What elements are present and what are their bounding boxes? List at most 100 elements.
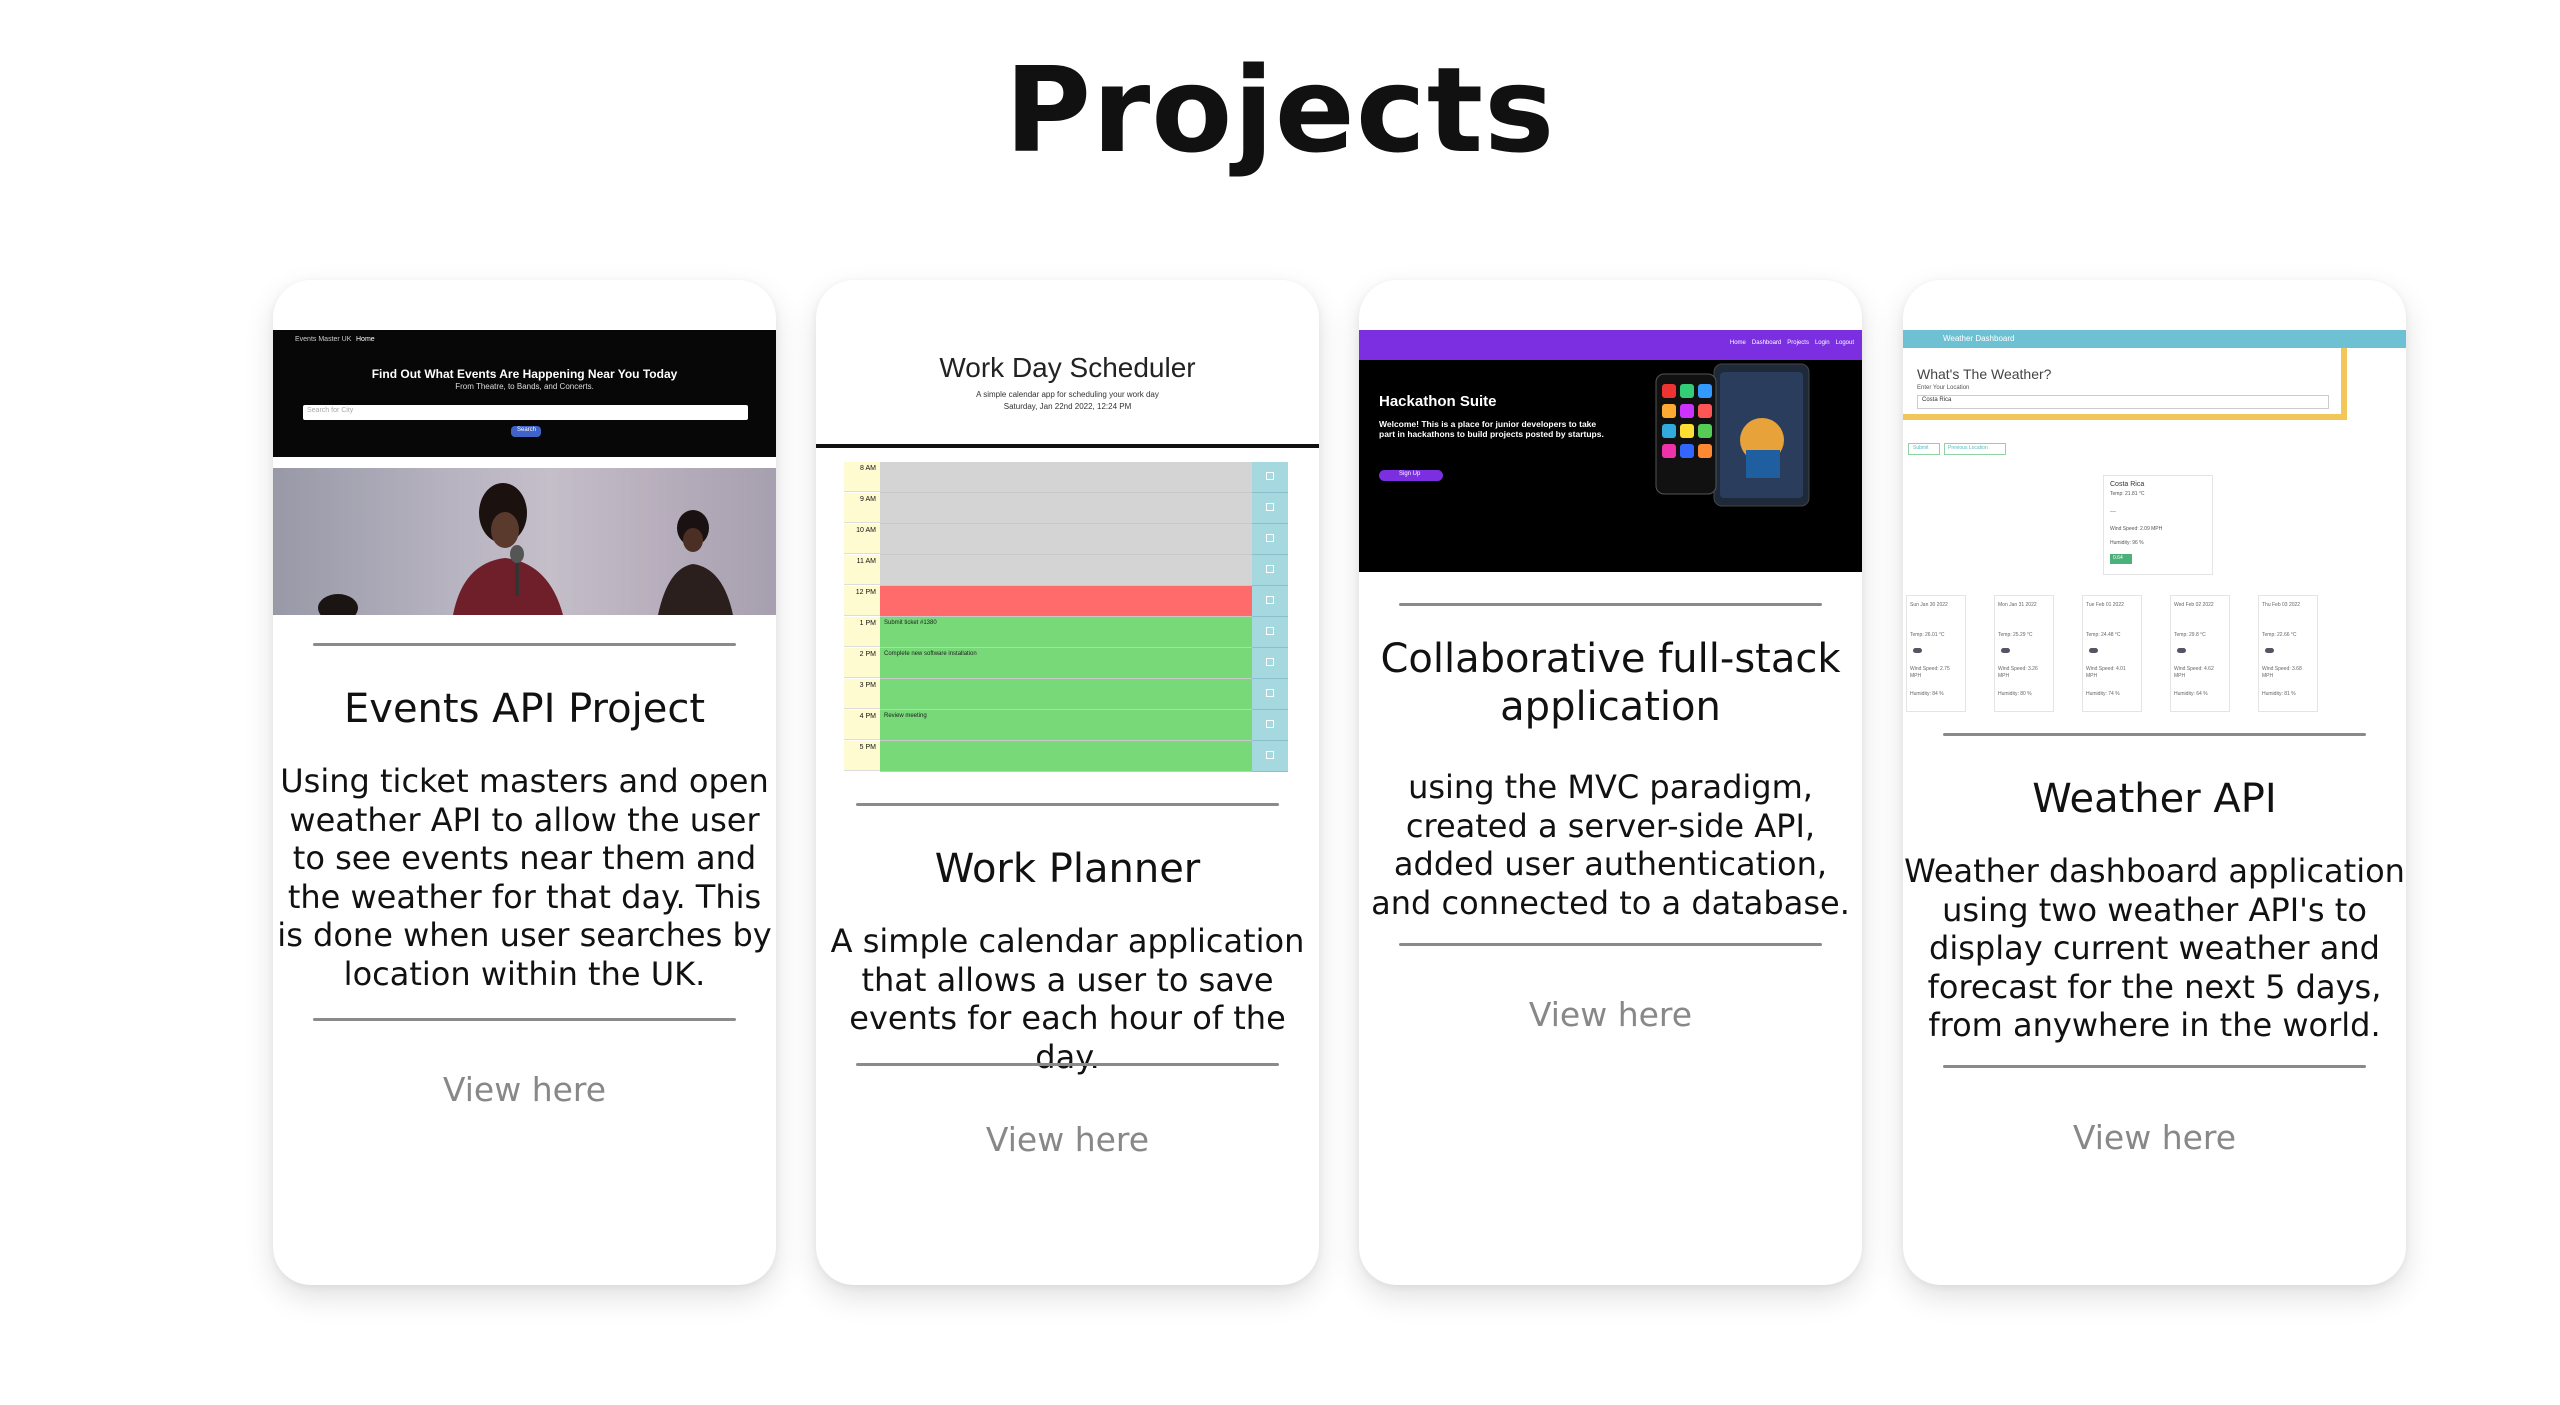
events-search-input[interactable]: Search for City xyxy=(303,405,748,420)
forecast-temp: Temp: 26.01 °C xyxy=(1910,632,1945,638)
weather-previous-button[interactable]: Previous Location xyxy=(1944,443,2006,455)
card-divider-top xyxy=(313,643,736,646)
weather-current-card: Costa Rica Temp: 21.81 °C — Wind Speed: … xyxy=(2103,475,2213,575)
scheduler-event-input[interactable] xyxy=(880,741,1252,772)
scheduler-event-input[interactable] xyxy=(880,524,1252,555)
scheduler-preview-screenshot[interactable]: Work Day Scheduler A simple calendar app… xyxy=(816,280,1319,790)
forecast-temp: Temp: 22.66 °C xyxy=(2262,632,2297,638)
scheduler-hour-label: 2 PM xyxy=(844,648,880,678)
forecast-date: Tue Feb 01 2022 xyxy=(2086,602,2124,608)
scheduler-save-button[interactable] xyxy=(1252,493,1288,524)
project-description: using the MVC paradigm, created a server… xyxy=(1371,768,1850,922)
weather-submit-button[interactable]: Submit xyxy=(1908,443,1940,455)
scheduler-save-button[interactable] xyxy=(1252,679,1288,710)
hackathon-signup-label: Sign Up xyxy=(1399,471,1421,477)
scheduler-hour-label: 10 AM xyxy=(844,524,880,554)
events-preview-header: Events Master UK Home Find Out What Even… xyxy=(273,330,776,457)
scheduler-event-input[interactable] xyxy=(880,493,1252,524)
scheduler-hour-label: 11 AM xyxy=(844,555,880,585)
scheduler-hour-label: 5 PM xyxy=(844,741,880,771)
hackathon-nav-link[interactable]: Projects xyxy=(1787,340,1809,346)
scheduler-event-input[interactable] xyxy=(880,586,1252,617)
forecast-humidity: Humidity: 74 % xyxy=(2086,691,2120,697)
scheduler-event-text: Review meeting xyxy=(884,713,927,719)
scheduler-save-button[interactable] xyxy=(1252,555,1288,586)
scheduler-event-input[interactable] xyxy=(880,555,1252,586)
project-card-work-planner: Work Day Scheduler A simple calendar app… xyxy=(816,280,1319,1285)
scheduler-event-input[interactable]: Review meeting xyxy=(880,710,1252,741)
view-here-link[interactable]: View here xyxy=(985,1120,1150,1159)
scheduler-event-input[interactable]: Submit ticket #1380 xyxy=(880,617,1252,648)
weather-icon xyxy=(2089,648,2098,653)
forecast-date: Mon Jan 31 2022 xyxy=(1998,602,2037,608)
scheduler-save-button[interactable] xyxy=(1252,462,1288,493)
view-here-link[interactable]: View here xyxy=(442,1070,607,1109)
project-card-weather: Weather Dashboard What's The Weather? En… xyxy=(1903,280,2406,1285)
save-icon xyxy=(1266,627,1274,635)
forecast-date: Wed Feb 02 2022 xyxy=(2174,602,2214,608)
weather-question: What's The Weather? xyxy=(1917,366,2052,382)
scheduler-hour-label: 12 PM xyxy=(844,586,880,616)
forecast-wind: Wind Speed: 4.01 MPH xyxy=(2086,666,2126,679)
scheduler-hour-label: 4 PM xyxy=(844,710,880,740)
events-nav-home: Home xyxy=(356,336,375,343)
scheduler-event-input[interactable]: Complete new software installation xyxy=(880,648,1252,679)
scheduler-save-button[interactable] xyxy=(1252,648,1288,679)
project-title: Work Planner xyxy=(934,846,1201,892)
scheduler-event-text: Submit ticket #1380 xyxy=(884,620,937,626)
events-search-placeholder: Search for City xyxy=(307,407,354,414)
scheduler-save-button[interactable] xyxy=(1252,524,1288,555)
hackathon-navbar: Home Dashboard Projects Login Logout xyxy=(1359,330,1862,360)
hackathon-nav-link[interactable]: Login xyxy=(1814,340,1830,346)
forecast-wind: Wind Speed: 3.68 MPH xyxy=(2262,666,2302,679)
forecast-humidity: Humidity: 80 % xyxy=(1998,691,2032,697)
forecast-humidity: Humidity: 64 % xyxy=(2174,691,2208,697)
hackathon-signup-button[interactable]: Sign Up xyxy=(1379,470,1443,481)
weather-location-input[interactable]: Costa Rica xyxy=(1917,395,2329,409)
forecast-date: Sun Jan 30 2022 xyxy=(1910,602,1948,608)
scheduler-hour-label: 8 AM xyxy=(844,462,880,492)
scheduler-save-button[interactable] xyxy=(1252,617,1288,648)
scheduler-hour-label: 9 AM xyxy=(844,493,880,523)
weather-input-label: Enter Your Location xyxy=(1917,385,1970,391)
project-card-events: Events Master UK Home Find Out What Even… xyxy=(273,280,776,1285)
weather-submit-label: Submit xyxy=(1913,445,1929,451)
scheduler-save-button[interactable] xyxy=(1252,586,1288,617)
events-brand: Events Master UK xyxy=(295,336,352,343)
save-icon xyxy=(1266,751,1274,759)
scheduler-save-button[interactable] xyxy=(1252,710,1288,741)
view-here-link[interactable]: View here xyxy=(1528,995,1693,1034)
forecast-wind: Wind Speed: 3.26 MPH xyxy=(1998,666,2038,679)
hackathon-nav-link[interactable]: Dashboard xyxy=(1751,340,1782,346)
hackathon-nav-link[interactable]: Logout xyxy=(1835,340,1854,346)
scheduler-hour-label: 1 PM xyxy=(844,617,880,647)
weather-icon xyxy=(2265,648,2274,653)
project-description: Weather dashboard application using two … xyxy=(1904,852,2405,1044)
events-preview-screenshot[interactable]: Events Master UK Home Find Out What Even… xyxy=(273,280,776,620)
events-search-button[interactable]: Search xyxy=(511,426,541,437)
weather-preview-screenshot[interactable]: Weather Dashboard What's The Weather? En… xyxy=(1903,280,2406,720)
hackathon-nav-link[interactable]: Home xyxy=(1729,340,1746,346)
view-here-link[interactable]: View here xyxy=(2072,1118,2237,1157)
forecast-temp: Temp: 24.48 °C xyxy=(2086,632,2121,638)
events-heading: Find Out What Events Are Happening Near … xyxy=(371,367,678,381)
current-temp: Temp: 21.81 °C xyxy=(2110,491,2145,497)
card-divider-bottom xyxy=(856,1063,1279,1066)
weather-icon xyxy=(2001,648,2010,653)
concert-singers-image xyxy=(273,468,776,615)
forecast-humidity: Humidity: 81 % xyxy=(2262,691,2296,697)
hackathon-nav-links: Home Dashboard Projects Login Logout xyxy=(1730,340,1854,346)
save-icon xyxy=(1266,472,1274,480)
save-icon xyxy=(1266,596,1274,604)
hackathon-body: Welcome! This is a place for junior deve… xyxy=(1379,419,1604,439)
project-title: Weather API xyxy=(2032,776,2277,822)
scheduler-event-input[interactable] xyxy=(880,679,1252,710)
save-icon xyxy=(1266,720,1274,728)
card-divider-top xyxy=(1943,733,2366,736)
scheduler-event-input[interactable] xyxy=(880,462,1252,493)
current-city: Costa Rica xyxy=(2110,481,2145,488)
scheduler-save-button[interactable] xyxy=(1252,741,1288,772)
